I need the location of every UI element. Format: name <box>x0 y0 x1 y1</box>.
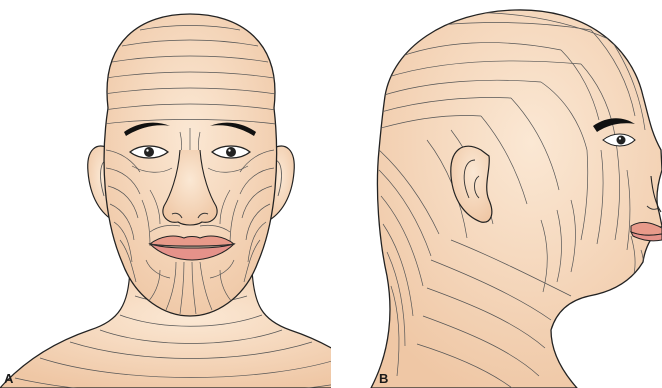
panel-frontal-view: A <box>0 0 331 388</box>
panel-label-a: A <box>4 371 13 386</box>
panel-label-b: B <box>379 371 388 386</box>
lateral-head-illustration <box>331 0 662 388</box>
frontal-head-illustration <box>0 0 331 388</box>
panel-lateral-view: B <box>331 0 662 388</box>
head-outline <box>371 10 662 388</box>
